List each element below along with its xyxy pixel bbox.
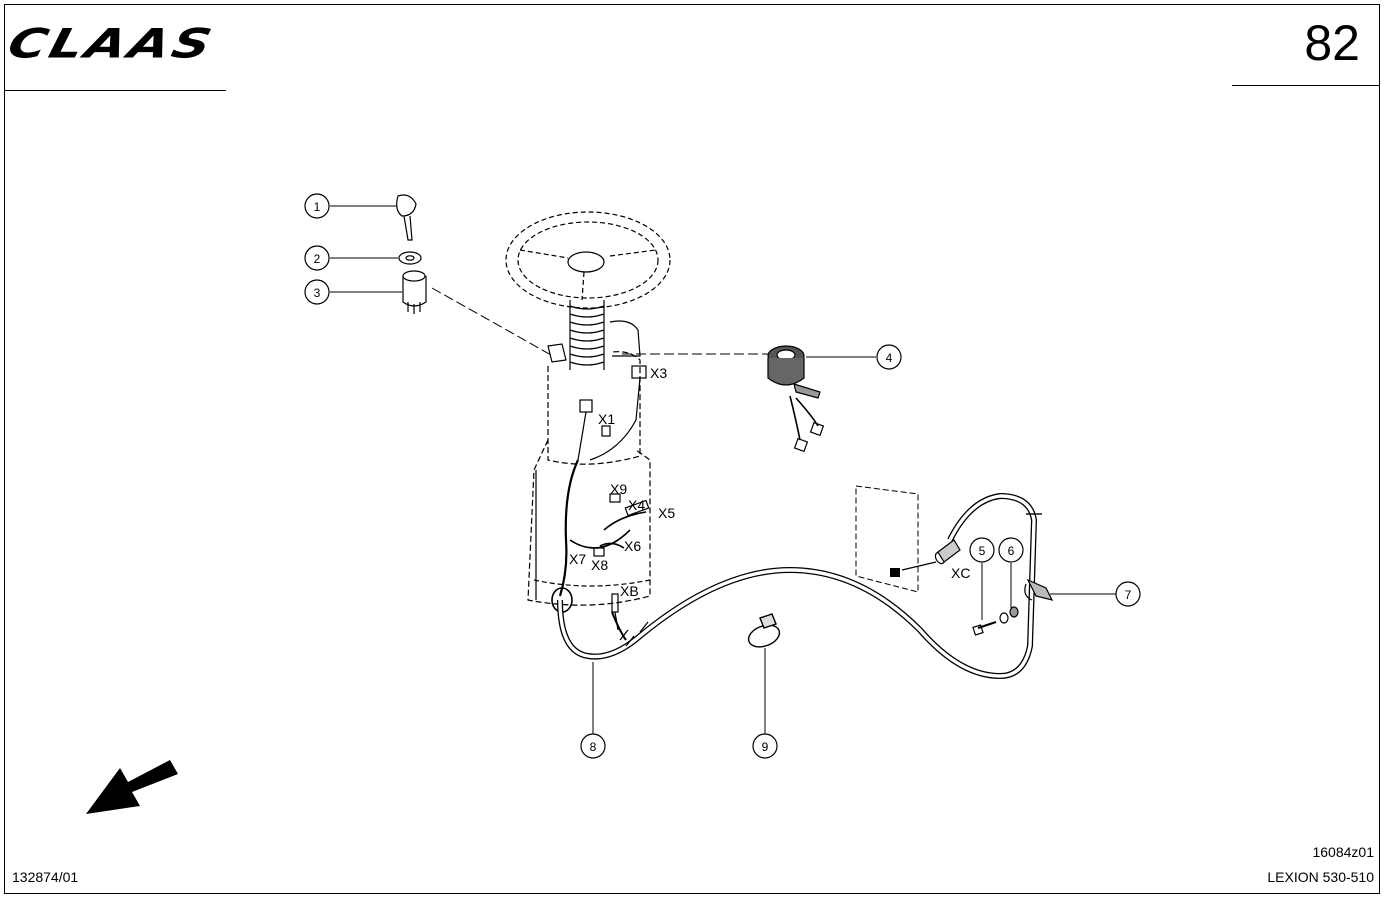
connector-xc-socket <box>890 568 900 577</box>
label-x3: X3 <box>650 365 667 381</box>
model-name: LEXION 530-510 <box>1267 869 1374 885</box>
label-xc: XC <box>951 565 970 581</box>
svg-text:6: 6 <box>1008 544 1015 558</box>
svg-text:8: 8 <box>590 740 597 754</box>
callout-6: 6 <box>998 537 1024 563</box>
ignition-switch <box>402 270 427 314</box>
label-x6: X6 <box>624 538 641 554</box>
washer <box>398 251 422 265</box>
svg-text:1: 1 <box>314 200 321 214</box>
callout-3: 3 <box>304 279 330 305</box>
wiring-harness <box>557 492 1042 680</box>
callout-leaders <box>330 205 1116 734</box>
nut <box>999 606 1019 624</box>
callout-9: 9 <box>752 733 778 759</box>
mounting-plate-outline <box>855 485 919 593</box>
callout-1: 1 <box>304 193 330 219</box>
header-rule-left <box>4 90 226 91</box>
cable-bracket <box>1024 578 1054 601</box>
drawing-number: 132874/01 <box>12 869 79 885</box>
figure-code: 16084z01 <box>1312 844 1374 860</box>
steering-wheel-hub <box>567 251 605 273</box>
header-rule-right <box>1232 85 1380 86</box>
label-x1: X1 <box>598 411 615 427</box>
leader-switch-to-column <box>431 287 561 361</box>
steering-column-assembly <box>505 211 671 631</box>
label-x5: X5 <box>658 505 675 521</box>
multifunction-switch <box>767 345 825 453</box>
bolt <box>972 621 997 636</box>
callout-7: 7 <box>1115 581 1141 607</box>
label-x4: X4 <box>628 497 645 513</box>
label-x9: X9 <box>610 481 627 497</box>
page-number: 82 <box>1304 15 1360 71</box>
direction-arrow-icon <box>86 760 178 814</box>
svg-text:3: 3 <box>314 286 321 300</box>
svg-text:5: 5 <box>979 544 986 558</box>
connector-x3-block <box>631 365 647 379</box>
callout-5: 5 <box>969 537 995 563</box>
callout-8: 8 <box>580 733 606 759</box>
svg-text:4: 4 <box>886 351 893 365</box>
callout-4: 4 <box>876 344 902 370</box>
hose-clamp <box>747 613 781 648</box>
svg-text:7: 7 <box>1125 588 1132 602</box>
svg-text:2: 2 <box>314 252 321 266</box>
steering-wheel-rim <box>505 211 671 309</box>
connector-xc-plug <box>934 539 961 565</box>
page-frame <box>4 4 1380 894</box>
label-x7: X7 <box>569 551 586 567</box>
label-xb: XB <box>620 583 639 599</box>
callout-2: 2 <box>304 245 330 271</box>
ignition-key <box>396 194 417 241</box>
svg-text:9: 9 <box>762 740 769 754</box>
label-x8: X8 <box>591 557 608 573</box>
